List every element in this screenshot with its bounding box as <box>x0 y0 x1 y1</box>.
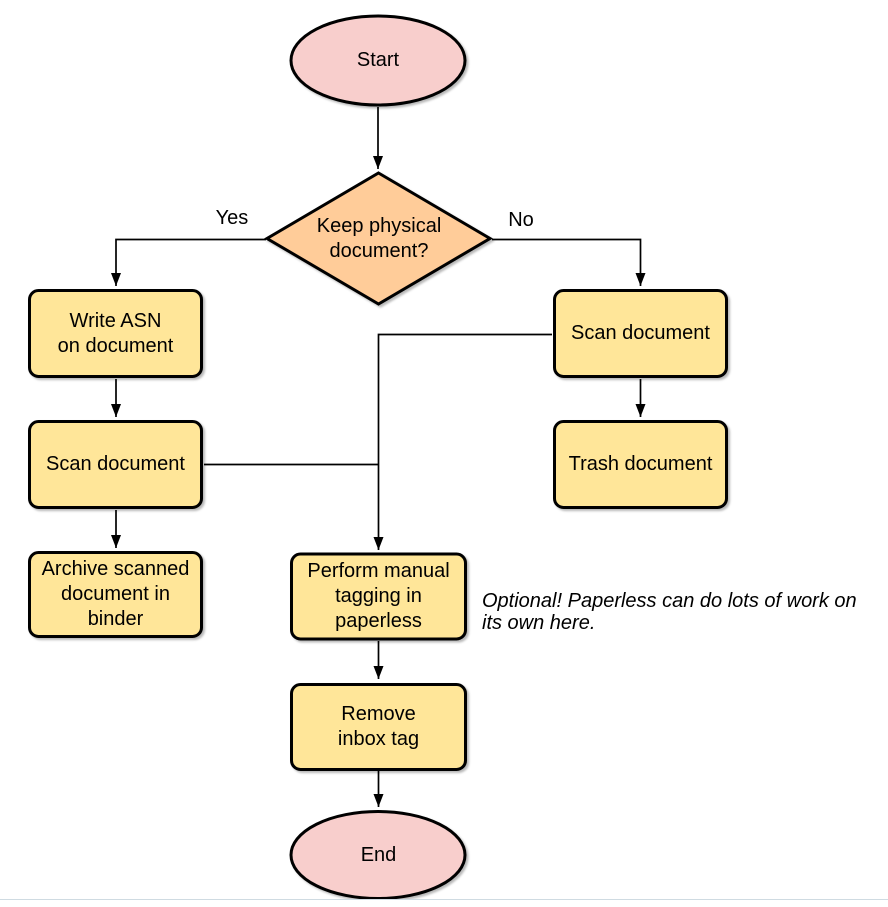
write-asn-node <box>28 289 203 378</box>
edges <box>111 107 646 807</box>
perform-tagging-node <box>290 552 467 641</box>
optional-annotation: Optional! Paperless can do lots of work … <box>482 590 857 634</box>
edge-scan-right-to-perform-tagging <box>373 333 552 550</box>
scan-left-node <box>28 420 203 509</box>
edge-decision-no-to-scan-right <box>492 238 646 286</box>
end-node <box>289 810 467 900</box>
page-bottom-divider <box>0 899 888 907</box>
scan-right-node <box>553 289 728 378</box>
remove-inbox-node <box>290 683 467 771</box>
node-shapes <box>28 14 728 900</box>
edge-decision-yes-to-write-asn <box>111 238 266 286</box>
archive-node <box>28 551 203 638</box>
start-node <box>289 14 467 107</box>
trash-node <box>553 420 728 509</box>
decision-node <box>264 171 493 306</box>
